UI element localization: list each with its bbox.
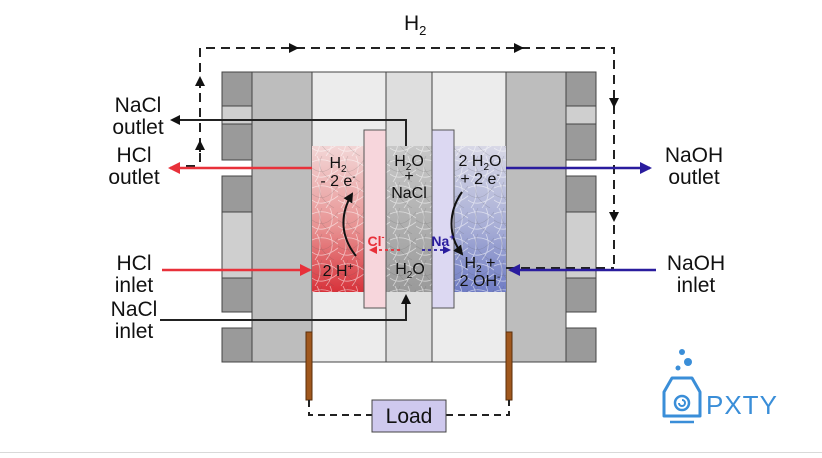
cathode-electrons-text: + 2 e- bbox=[460, 170, 499, 188]
anode-h2-text: H2 bbox=[329, 155, 347, 175]
nacl-outlet-label-2: outlet bbox=[112, 116, 164, 139]
naoh-inlet-label-1: NaOH bbox=[667, 252, 725, 275]
nacl-inlet-label-2: inlet bbox=[115, 320, 154, 343]
load-label: Load bbox=[386, 405, 433, 428]
anode-protons-text: 2 H+ bbox=[323, 262, 354, 280]
anode-electrode bbox=[305, 331, 313, 401]
brand-name: PXTY bbox=[706, 390, 778, 420]
cathode-electrode bbox=[505, 331, 513, 401]
right-end-plate bbox=[505, 71, 597, 363]
nacl-outlet-line bbox=[180, 119, 407, 146]
middle-nacl-text: NaCl bbox=[391, 185, 427, 202]
h2-label: H2 bbox=[404, 12, 426, 38]
load-box bbox=[371, 399, 447, 433]
cathode-h2-text: H2 + bbox=[465, 255, 496, 275]
nacl-inlet-label-1: NaCl bbox=[111, 298, 158, 321]
anode-reaction-arrow bbox=[342, 192, 357, 257]
naoh-outlet-label-2: outlet bbox=[668, 166, 720, 189]
right-port-labels: NaOH outlet NaOH inlet bbox=[665, 144, 725, 297]
nacl-outlet-label-1: NaCl bbox=[115, 94, 162, 117]
middle-water-top-text: H2O bbox=[394, 153, 424, 173]
middle-plus-text: + bbox=[404, 168, 413, 185]
cathode-water-text: 2 H2O bbox=[459, 153, 502, 173]
hcl-inlet-label-2: inlet bbox=[115, 274, 154, 297]
anode-electrons-text: - 2 e- bbox=[320, 172, 355, 190]
sodium-ion-label: Na+ bbox=[431, 232, 454, 249]
naoh-outlet-label-1: NaOH bbox=[665, 144, 723, 167]
left-end-plate bbox=[221, 71, 313, 363]
cathode-hydroxide-text: 2 OH- bbox=[460, 272, 501, 290]
middle-water-bottom-text: H2O bbox=[395, 261, 425, 281]
anion-exchange-membrane bbox=[363, 129, 387, 309]
hcl-inlet-label-1: HCl bbox=[117, 252, 152, 275]
left-port-labels: NaCl outlet HCl outlet HCl inlet NaCl in… bbox=[108, 94, 164, 343]
hcl-outlet-label-1: HCl bbox=[117, 144, 152, 167]
circuit-wire-right bbox=[446, 400, 510, 416]
flask-logo-icon bbox=[662, 349, 702, 424]
naoh-inlet-label-2: inlet bbox=[677, 274, 716, 297]
hcl-outlet-label-2: outlet bbox=[108, 166, 160, 189]
cathode-reaction-arrow bbox=[450, 191, 464, 256]
brand-logo: PXTY bbox=[662, 349, 778, 424]
circuit-wire-left bbox=[308, 400, 372, 416]
hydrogen-recycle-loop bbox=[186, 47, 615, 269]
footer-divider bbox=[0, 452, 822, 453]
cation-exchange-membrane bbox=[431, 129, 455, 309]
chloride-ion-label: Cl- bbox=[368, 232, 385, 249]
